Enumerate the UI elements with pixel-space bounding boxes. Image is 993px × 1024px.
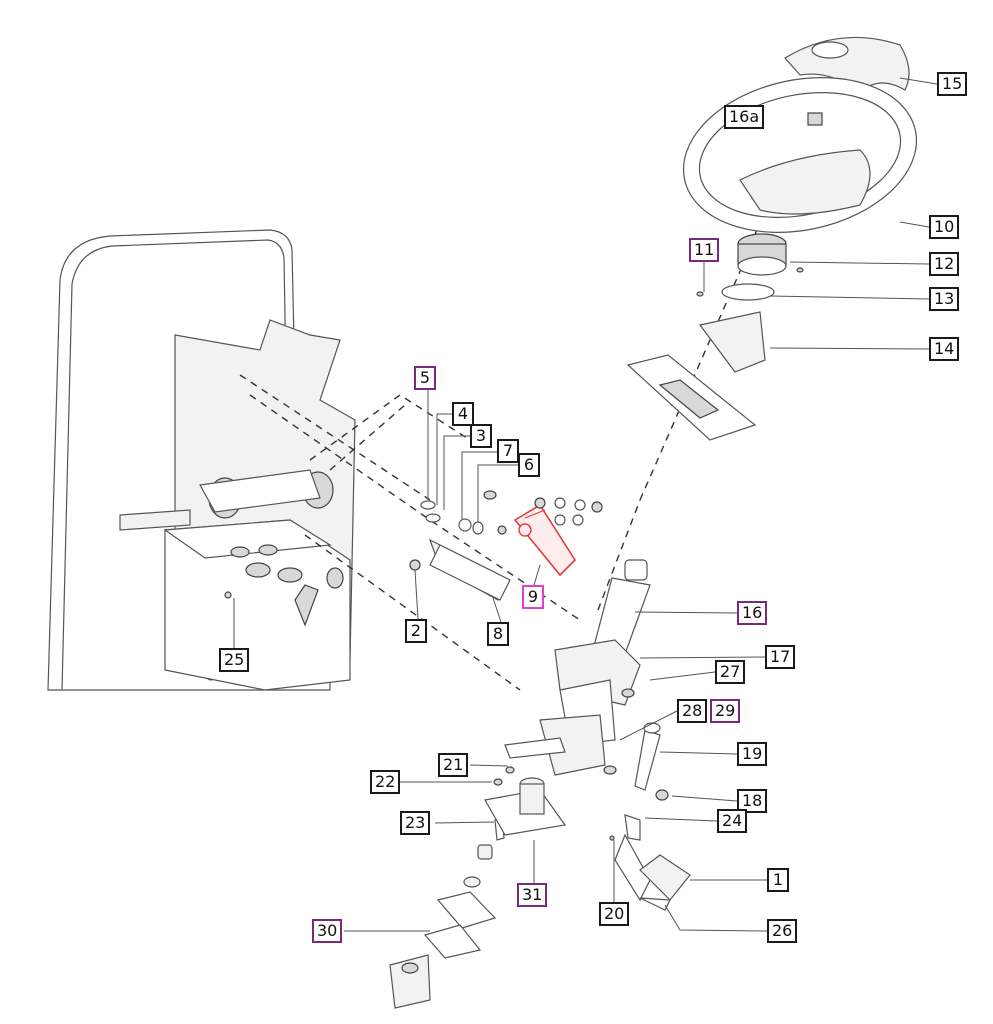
dashboard-console bbox=[47, 229, 356, 691]
callout-9: 9 bbox=[522, 585, 544, 609]
highlighted-part-9 bbox=[513, 503, 577, 577]
callout-20: 20 bbox=[599, 902, 630, 926]
callout-7: 7 bbox=[497, 439, 519, 463]
callout-6: 6 bbox=[518, 453, 540, 477]
callout-21: 21 bbox=[438, 753, 469, 777]
pedal-assembly bbox=[614, 814, 691, 911]
gas-spring bbox=[634, 722, 661, 791]
callout-25: 25 bbox=[219, 648, 250, 672]
callout-29: 29 bbox=[710, 699, 741, 723]
callout-27: 27 bbox=[715, 660, 746, 684]
callout-3: 3 bbox=[470, 424, 492, 448]
steering-column bbox=[504, 559, 651, 776]
callout-17: 17 bbox=[765, 645, 796, 669]
lower-parts bbox=[389, 844, 497, 1009]
callout-16a: 16a bbox=[724, 105, 765, 129]
callout-12: 12 bbox=[929, 252, 960, 276]
bracket-8 bbox=[428, 538, 511, 601]
callout-22: 22 bbox=[370, 770, 401, 794]
callout-1: 1 bbox=[767, 868, 789, 892]
callout-15: 15 bbox=[937, 72, 968, 96]
callout-24: 24 bbox=[717, 809, 748, 833]
callout-2: 2 bbox=[405, 619, 427, 643]
callout-26: 26 bbox=[767, 919, 798, 943]
base-plate bbox=[484, 777, 567, 836]
callout-28: 28 bbox=[677, 699, 708, 723]
callout-5: 5 bbox=[414, 366, 436, 390]
callout-31: 31 bbox=[517, 883, 548, 907]
hub-and-boot bbox=[626, 233, 787, 441]
callout-14: 14 bbox=[929, 337, 960, 361]
callout-16: 16 bbox=[737, 601, 768, 625]
callout-11: 11 bbox=[689, 238, 720, 262]
callout-30: 30 bbox=[312, 919, 343, 943]
callout-8: 8 bbox=[487, 622, 509, 646]
callout-4: 4 bbox=[452, 402, 474, 426]
callout-10: 10 bbox=[929, 215, 960, 239]
steering-wheel bbox=[682, 36, 918, 233]
callout-23: 23 bbox=[400, 811, 431, 835]
callout-13: 13 bbox=[929, 287, 960, 311]
callout-19: 19 bbox=[737, 742, 768, 766]
leader-lines bbox=[233, 77, 938, 932]
